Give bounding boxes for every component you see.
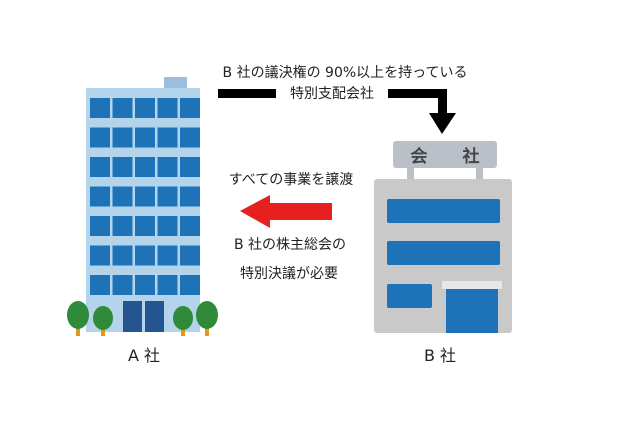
window (135, 98, 155, 118)
window (90, 275, 110, 295)
control-description: B 社の議決権の 90%以上を持っている (222, 65, 468, 81)
company-a-label: A 社 (127, 346, 161, 365)
window (112, 157, 133, 177)
window (90, 157, 110, 177)
building-a (86, 77, 200, 332)
window (180, 127, 200, 148)
window (180, 98, 200, 118)
window (157, 98, 178, 118)
window (135, 216, 155, 236)
sign-char: 会 (410, 147, 428, 167)
window (112, 275, 133, 295)
window (180, 245, 200, 266)
sign-char: 社 (462, 147, 480, 167)
window (135, 245, 155, 266)
window (112, 216, 133, 236)
window (180, 157, 200, 177)
trees (67, 301, 218, 336)
window (112, 186, 133, 207)
window (157, 157, 178, 177)
window (112, 245, 133, 266)
window (135, 186, 155, 207)
window (112, 127, 133, 148)
window (90, 127, 110, 148)
company-sign: 会 社 (393, 141, 497, 168)
window (90, 98, 110, 118)
window (157, 275, 178, 295)
window (135, 127, 155, 148)
window (180, 186, 200, 207)
window (90, 245, 110, 266)
transfer-label: すべての事業を譲渡 (228, 172, 354, 188)
window (180, 216, 200, 236)
window (90, 186, 110, 207)
window (135, 157, 155, 177)
red-arrow (240, 195, 332, 228)
window (157, 127, 178, 148)
window (157, 216, 178, 236)
window (157, 186, 178, 207)
resolution-note-line1: B 社の株主総会の (233, 237, 347, 253)
building-b (374, 168, 512, 333)
company-b-label: B 社 (423, 346, 457, 365)
window (90, 216, 110, 236)
control-label: 特別支配会社 (290, 86, 374, 102)
window (180, 275, 200, 295)
black-arrow (218, 89, 456, 134)
resolution-note-line2: 特別決議が必要 (240, 266, 338, 282)
window (135, 275, 155, 295)
window (157, 245, 178, 266)
window (112, 98, 133, 118)
